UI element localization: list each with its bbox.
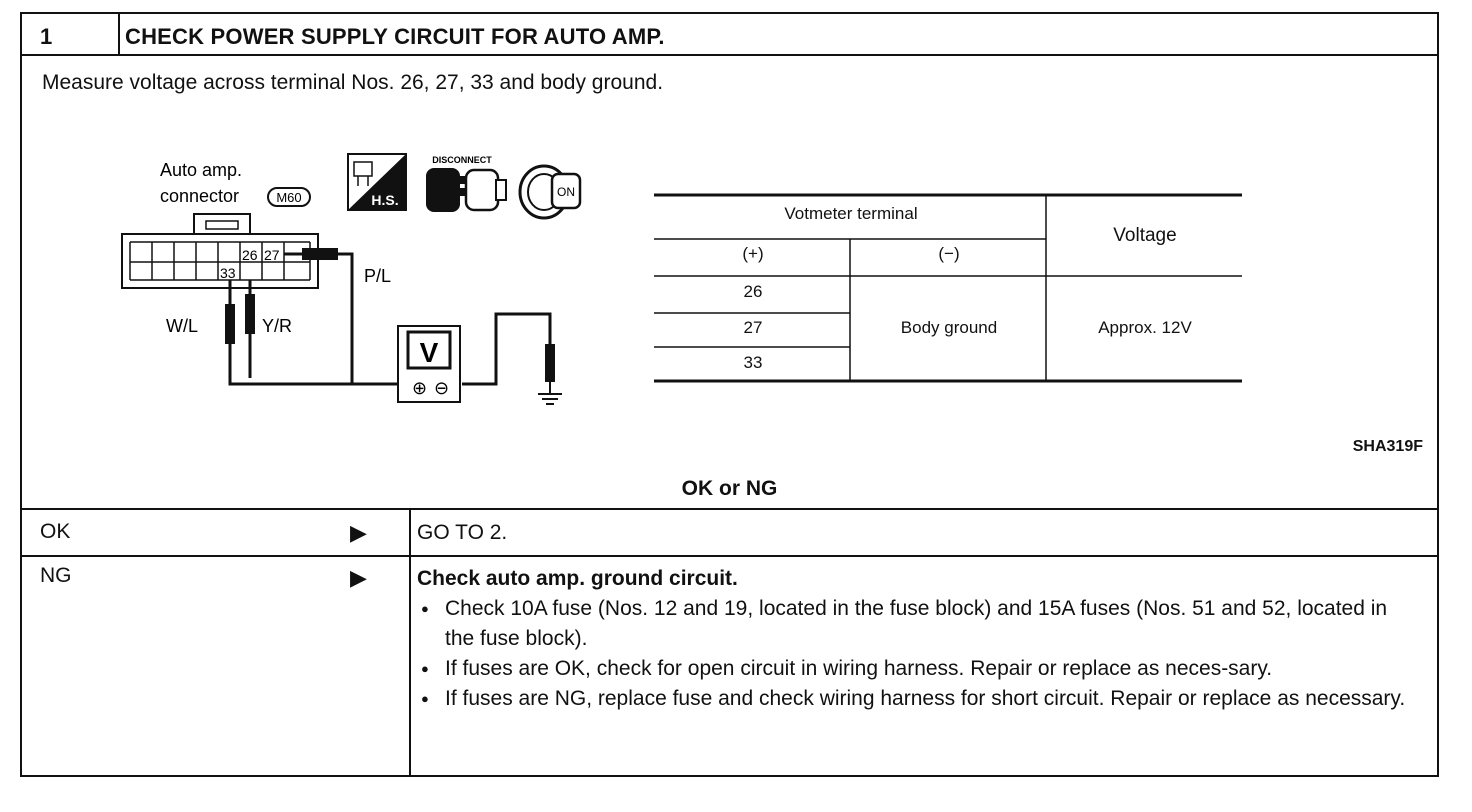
wire-label-yr: Y/R [262, 316, 292, 336]
figure-code: SHA319F [1352, 438, 1423, 455]
wire-label-pl: P/L [364, 266, 391, 286]
ng-bullet-item: If fuses are OK, check for open circuit … [417, 654, 1417, 684]
meter-label: V [420, 337, 439, 368]
voltmeter [397, 325, 461, 403]
voltage-table [654, 193, 1242, 383]
ng-label: NG [40, 564, 72, 587]
connector-id-badge [267, 187, 311, 207]
probe-wl [225, 304, 235, 344]
ok-action: GO TO 2. [417, 521, 508, 544]
ng-heading: Check auto amp. ground circuit. [417, 567, 738, 590]
wiring-diagram: Auto amp. connector M60 26 27 33 [121, 153, 582, 405]
connector-body [121, 213, 319, 289]
table-header-terminal: Votmeter terminal [784, 204, 918, 223]
hs-label: H.S. [371, 192, 398, 208]
result-title: OK or NG [681, 477, 778, 500]
results-divider [22, 508, 1437, 510]
ignition-on-label: ON [557, 185, 575, 199]
step-divider [118, 14, 120, 54]
disconnect-icon [426, 168, 507, 212]
ground-icon [538, 382, 562, 405]
header-divider [22, 54, 1437, 56]
disconnect-label: DISCONNECT [432, 155, 492, 165]
ignition-key-icon [518, 164, 582, 220]
table-header-minus: (−) [938, 244, 960, 263]
ng-bullet-list: Check 10A fuse (Nos. 12 and 19, located … [417, 594, 1417, 714]
terminal-33: 33 [220, 265, 236, 281]
ng-bullet-item: If fuses are NG, replace fuse and check … [417, 684, 1417, 714]
connector-label-line2: connector [160, 186, 239, 206]
table-header-voltage: Voltage [1113, 225, 1177, 246]
table-cell-33: 33 [743, 353, 763, 372]
step-title: CHECK POWER SUPPLY CIRCUIT FOR AUTO AMP. [125, 24, 665, 49]
connector-label-line1: Auto amp. [160, 160, 242, 180]
ok-ng-divider [22, 555, 1437, 557]
table-cell-voltage: Approx. 12V [1098, 318, 1192, 337]
ok-label: OK [40, 520, 71, 543]
table-cell-body-ground: Body ground [900, 318, 998, 337]
ng-bullet-item: Check 10A fuse (Nos. 12 and 19, located … [417, 594, 1417, 654]
terminal-26: 26 [242, 247, 258, 263]
probe-yr [245, 294, 255, 334]
ng-action: Check auto amp. ground circuit. Check 10… [417, 564, 1417, 714]
probe-pl [302, 248, 338, 260]
table-cell-27: 27 [743, 318, 763, 337]
hs-icon [347, 153, 407, 211]
meter-plus: ⊕ [412, 378, 427, 398]
step-number: 1 [40, 24, 53, 49]
connector-id: M60 [276, 190, 301, 205]
procedure-frame: 1 CHECK POWER SUPPLY CIRCUIT FOR AUTO AM… [20, 12, 1439, 777]
probe-ground [545, 344, 555, 382]
meter-minus: ⊖ [434, 378, 449, 398]
wire-label-wl: W/L [166, 316, 198, 336]
terminal-27: 27 [264, 247, 280, 263]
results-column-divider [409, 508, 411, 777]
table-cell-26: 26 [743, 282, 763, 301]
ng-arrow-icon: ▶ [350, 565, 367, 590]
table-header-plus: (+) [742, 244, 764, 263]
ok-arrow-icon: ▶ [350, 520, 367, 545]
instruction-text: Measure voltage across terminal Nos. 26,… [42, 71, 664, 94]
